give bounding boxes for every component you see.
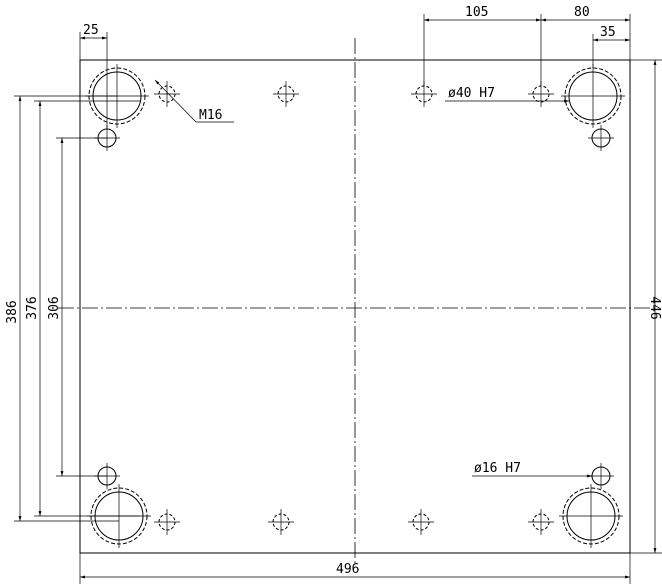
dim-35: 35 <box>592 25 630 68</box>
dim-496: 496 <box>79 553 631 584</box>
dim-80-label: 80 <box>574 5 590 20</box>
dim-306-label: 306 <box>47 296 62 319</box>
dim-105-label: 105 <box>465 5 488 20</box>
thread-hole-bottom-2 <box>268 509 294 535</box>
bore-bottom-right <box>559 484 623 548</box>
left-extension-lines <box>14 95 140 522</box>
dim-35-label: 35 <box>600 25 616 40</box>
dim-446: 446 <box>630 59 662 554</box>
thread-hole-top-1 <box>154 81 180 107</box>
callout-bore: ø40 H7 <box>445 86 569 103</box>
dim-386-label: 386 <box>5 300 20 323</box>
dim-386: 386 <box>5 96 22 521</box>
thread-hole-top-2 <box>273 81 299 107</box>
dim-496-label: 496 <box>336 562 359 577</box>
dim-446-label: 446 <box>647 296 662 319</box>
dim-25: 25 <box>79 23 108 128</box>
thread-hole-bottom-1 <box>154 509 180 535</box>
callout-pin: ø16 H7 <box>472 461 592 478</box>
callout-bore-label: ø40 H7 <box>448 86 495 101</box>
callout-m16: M16 <box>154 79 234 123</box>
callout-pin-label: ø16 H7 <box>474 461 521 476</box>
dim-376: 376 <box>25 101 42 516</box>
thread-hole-bottom-4 <box>528 509 554 535</box>
dim-25-label: 25 <box>83 23 99 38</box>
thread-hole-bottom-3 <box>408 509 434 535</box>
pin-hole-top-right <box>588 125 614 151</box>
dim-376-label: 376 <box>25 296 40 319</box>
dim-80: 80 <box>541 5 631 60</box>
callout-m16-label: M16 <box>199 108 222 123</box>
dim-306: 306 <box>47 138 64 476</box>
dim-105: 105 <box>423 5 542 86</box>
bore-top-right <box>561 64 625 128</box>
